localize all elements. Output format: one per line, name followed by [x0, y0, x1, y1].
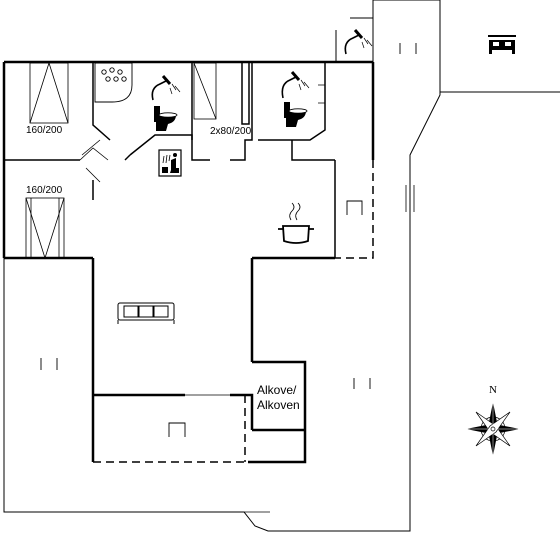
bed-middle — [193, 61, 250, 125]
shower-icon-2 — [281, 71, 310, 99]
alcove-label-line2: Alkoven — [257, 398, 300, 412]
bath2-fixture — [318, 84, 326, 104]
bed-left-bottom-label: 160/200 — [26, 185, 63, 196]
bed-left-bottom — [25, 197, 65, 260]
bed-left-top-label: 160/200 — [26, 125, 63, 136]
dashed-openings — [93, 160, 374, 463]
markers — [40, 43, 417, 437]
whirlpool-bath-icon — [94, 62, 133, 103]
terrace-outline — [3, 0, 560, 532]
alcove-label-line1: Alkove/ — [257, 383, 297, 397]
outdoor-shower-icon — [344, 29, 373, 55]
sauna-icon — [158, 149, 182, 177]
sofa-icon — [117, 302, 175, 324]
exterior-walls — [2, 60, 375, 464]
bed-icon — [488, 35, 516, 54]
compass-rose-icon — [467, 403, 519, 455]
toilet-icon-2 — [284, 102, 308, 127]
compass-north-label: N — [489, 384, 497, 396]
doors — [79, 139, 415, 513]
cooking-pot-icon — [278, 202, 314, 244]
bed-middle-label: 2x80/200 — [210, 126, 252, 137]
interior-walls — [4, 62, 336, 258]
toilet-icon — [154, 106, 178, 131]
bed-left-top — [29, 61, 69, 124]
shower-icon — [151, 75, 181, 101]
